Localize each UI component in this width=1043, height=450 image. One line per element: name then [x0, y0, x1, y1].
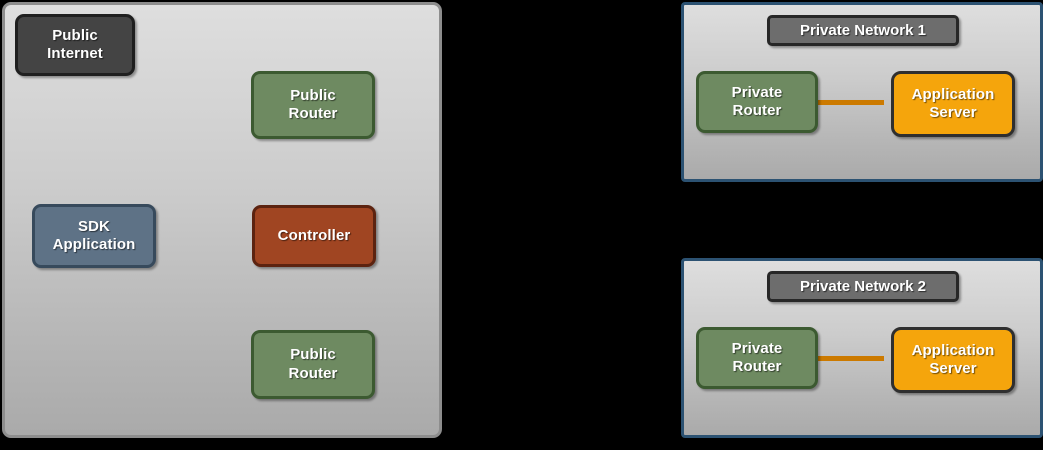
node-application-server-2[interactable]: Application Server: [891, 327, 1015, 393]
node-application-server-2-label: Application Server: [911, 341, 995, 377]
node-controller-label: Controller: [277, 226, 351, 244]
public-zone-panel: Public Internet Public Router SDK Applic…: [2, 2, 442, 438]
private-network-2-panel: Private Network 2 Private Router Applica…: [681, 258, 1043, 438]
link-private-router-1-to-application-server-1: [804, 100, 884, 105]
node-public-router-bottom[interactable]: Public Router: [251, 330, 375, 399]
node-sdk-application[interactable]: SDK Application: [32, 204, 156, 268]
node-public-internet[interactable]: Public Internet: [15, 14, 135, 76]
node-application-server-1-label: Application Server: [911, 85, 995, 121]
node-private-router-1-label: Private Router: [731, 83, 783, 119]
private-network-2-title-label: Private Network 2: [800, 278, 926, 295]
node-public-router-bottom-label: Public Router: [288, 346, 338, 382]
node-private-router-1[interactable]: Private Router: [696, 71, 818, 133]
private-network-1-title: Private Network 1: [767, 15, 959, 46]
node-private-router-2[interactable]: Private Router: [696, 327, 818, 389]
node-controller[interactable]: Controller: [252, 205, 376, 267]
node-public-internet-label: Public Internet: [47, 26, 103, 62]
node-application-server-1[interactable]: Application Server: [891, 71, 1015, 137]
private-network-1-panel: Private Network 1 Private Router Applica…: [681, 2, 1043, 182]
node-public-router-top-label: Public Router: [288, 86, 338, 122]
node-sdk-application-label: SDK Application: [52, 217, 136, 253]
private-network-1-title-label: Private Network 1: [800, 22, 926, 39]
link-private-router-2-to-application-server-2: [804, 356, 884, 361]
private-network-2-title: Private Network 2: [767, 271, 959, 302]
node-private-router-2-label: Private Router: [731, 339, 783, 375]
node-public-router-top[interactable]: Public Router: [251, 71, 375, 139]
